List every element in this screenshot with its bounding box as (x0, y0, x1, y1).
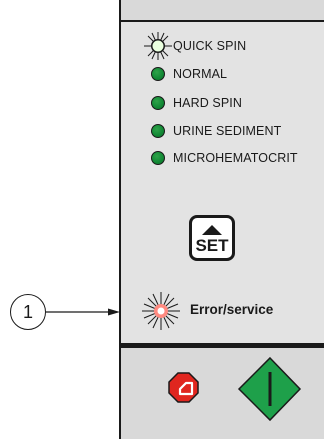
lid-panel (119, 0, 324, 22)
led-indicator-icon (151, 151, 165, 165)
mode-label: QUICK SPIN (173, 39, 247, 53)
mode-label: URINE SEDIMENT (173, 124, 282, 138)
led-indicator-icon (151, 124, 165, 138)
callout-number: 1 (10, 294, 46, 330)
led-indicator-icon (151, 67, 165, 81)
set-button[interactable]: SET (189, 215, 235, 261)
callout-arrowhead-icon (108, 308, 120, 316)
mode-label: NORMAL (173, 67, 228, 81)
stop-button-icon[interactable] (168, 372, 199, 403)
error-led-core (157, 307, 165, 315)
arrow-up-icon (202, 225, 222, 235)
error-service-label: Error/service (190, 302, 274, 317)
mode-label: MICROHEMATOCRIT (173, 151, 298, 165)
mode-hard-spin: HARD SPIN (148, 93, 242, 113)
mode-label: HARD SPIN (173, 96, 242, 110)
set-button-label: SET (195, 236, 229, 255)
mode-normal: NORMAL (148, 64, 227, 84)
led-indicator-icon (151, 96, 165, 110)
mode-microhematocrit: MICROHEMATOCRIT (148, 148, 298, 168)
lit-led-icon (151, 39, 165, 53)
start-button-icon[interactable] (237, 356, 302, 422)
mode-urine-sediment: URINE SEDIMENT (148, 121, 281, 141)
